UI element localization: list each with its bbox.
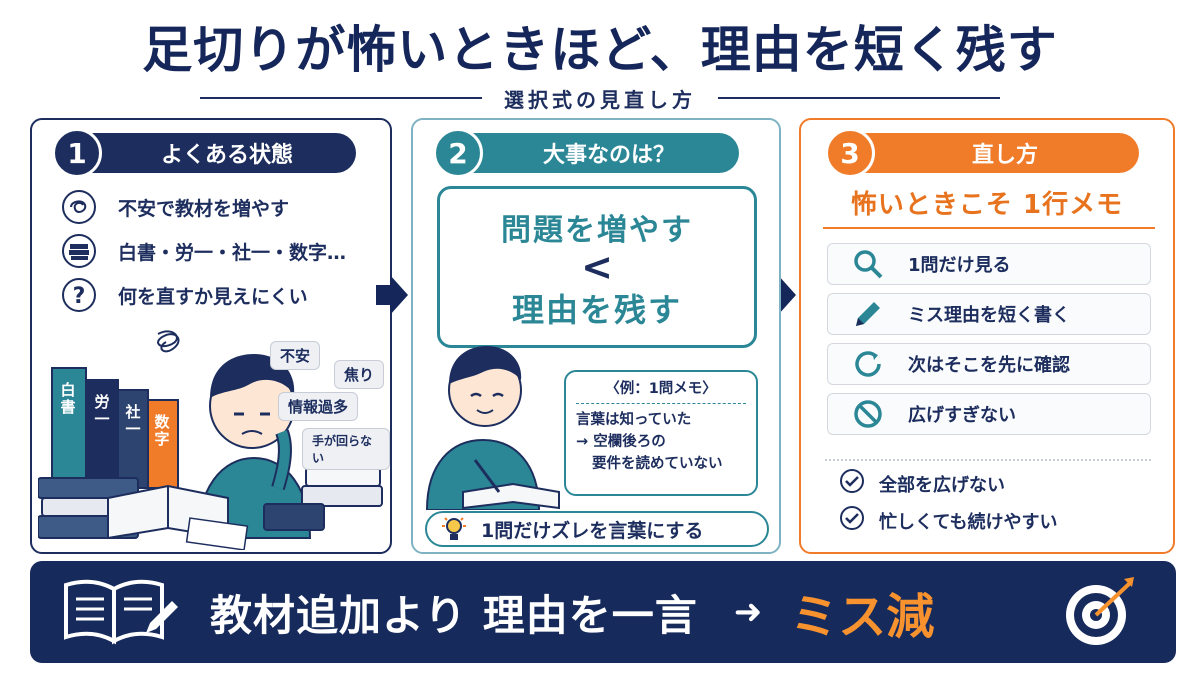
subtitle-rule-left (200, 97, 482, 99)
state-item: 不安で教材を増やす (60, 188, 289, 226)
worry-bubble: 手が回らない (302, 428, 390, 470)
refresh-icon (828, 348, 908, 380)
panel-how-to-fix: 3 直し方 怖いときこそ 1行メモ 1問だけ見る ミス理由を短く書く 次はそこを… (799, 118, 1175, 554)
panel3-header-label: 直し方 (971, 143, 1038, 168)
check-label: 全部を広げない (879, 474, 1005, 496)
writing-student-illustration (425, 346, 560, 510)
prohibited-icon (828, 398, 908, 430)
banner-highlight: ミス減 (790, 589, 935, 645)
flow-arrow-icon (376, 275, 408, 315)
panel-what-matters: 2 大事なのは？ 問題を増やす < 理由を残す 〈例：1問メモ〉 言葉は知ってい… (411, 118, 781, 554)
step-item: ミス理由を短く書く (827, 293, 1151, 335)
panel3-number-badge: 3 (825, 128, 875, 178)
subtitle: 選択式の見直し方 (504, 87, 696, 112)
anxiety-swirl-icon (60, 188, 98, 226)
subhead-underline (823, 227, 1155, 229)
banner-text: 教材追加より 理由を一言 (210, 590, 698, 640)
memo-line: → 空欄後ろの (576, 434, 666, 450)
state-item: 白書・労一・社一・数字… (60, 232, 346, 270)
worry-bubble: 焦り (334, 360, 385, 389)
summary-banner: 教材追加より 理由を一言 ➜ ミス減 (30, 561, 1176, 663)
panel1-number-badge: 1 (52, 128, 102, 178)
pencil-icon (828, 298, 908, 330)
page-title: 足切りが怖いときほど、理由を短く残す (142, 21, 1058, 79)
panel2-header-label: 大事なのは？ (542, 143, 675, 168)
state-item-label: 白書・労一・社一・数字… (118, 241, 347, 264)
panel2-number-badge: 2 (433, 128, 483, 178)
svg-text:?: ? (73, 284, 86, 309)
tip-pill: 1問だけズレを言葉にする (425, 511, 769, 547)
lightbulb-icon (441, 515, 481, 543)
step-label: 1問だけ見る (908, 255, 1011, 276)
step-item: 1問だけ見る (827, 243, 1151, 285)
step-label: 次はそこを先に確認 (908, 355, 1070, 376)
worry-bubble: 情報過多 (278, 392, 359, 421)
memo-card: 〈例：1問メモ〉 言葉は知っていた → 空欄後ろの 要件を読めていない (564, 370, 758, 496)
panel3-subhead: 怖いときこそ 1行メモ (850, 190, 1124, 220)
panel3-header: 3 直し方 (825, 128, 1139, 178)
step-label: ミス理由を短く書く (908, 305, 1070, 326)
book-pencil-icon (60, 575, 180, 649)
check-label: 忙しくても続けやすい (879, 511, 1058, 533)
subtitle-rule-right (718, 97, 1000, 99)
step-item: 広げすぎない (827, 393, 1151, 435)
panel-common-state: 1 よくある状態 不安で教材を増やす 白書・労一・社一・数字… ? 何を直すか見… (30, 118, 392, 554)
check-item: 忙しくても続けやすい (839, 505, 1058, 536)
compare-bottom: 理由を残す (511, 291, 682, 329)
state-item-label: 何を直すか見えにくい (118, 285, 308, 308)
spine-label: 数字 (154, 413, 170, 448)
compare-top: 問題を増やす (501, 213, 693, 248)
books-stack-icon (60, 232, 98, 270)
memo-line: 言葉は知っていた (576, 412, 692, 428)
memo-line: 要件を読めていない (592, 456, 723, 472)
spine-label: 白書 (60, 381, 76, 416)
overwhelmed-student-illustration (38, 330, 383, 550)
step-item: 次はそこを先に確認 (827, 343, 1151, 385)
spine-label: 社一 (125, 403, 141, 438)
panel1-header: 1 よくある状態 (52, 128, 356, 178)
magnifier-icon (828, 248, 908, 280)
check-circle-icon (839, 505, 865, 536)
subtitle-row: 選択式の見直し方 (200, 83, 1000, 113)
panel2-header: 2 大事なのは？ (433, 128, 739, 178)
state-item-label: 不安で教材を増やす (118, 197, 290, 220)
memo-title: 〈例：1問メモ〉 (576, 378, 746, 404)
comparison-box: 問題を増やす < 理由を残す (437, 186, 757, 348)
state-item: ? 何を直すか見えにくい (60, 276, 308, 314)
banner-arrow: ➜ (733, 592, 763, 632)
divider (825, 459, 1151, 461)
compare-symbol: < (581, 245, 613, 289)
check-item: 全部を広げない (839, 468, 1005, 499)
worry-bubble: 不安 (270, 341, 321, 370)
spine-label: 労一 (94, 393, 110, 428)
question-mark-icon: ? (60, 276, 98, 314)
panel1-header-label: よくある状態 (160, 143, 293, 168)
check-circle-icon (839, 468, 865, 499)
target-icon (1066, 577, 1134, 645)
tip-label: 1問だけズレを言葉にする (481, 519, 704, 542)
step-label: 広げすぎない (908, 405, 1016, 426)
book-spines (51, 367, 179, 489)
